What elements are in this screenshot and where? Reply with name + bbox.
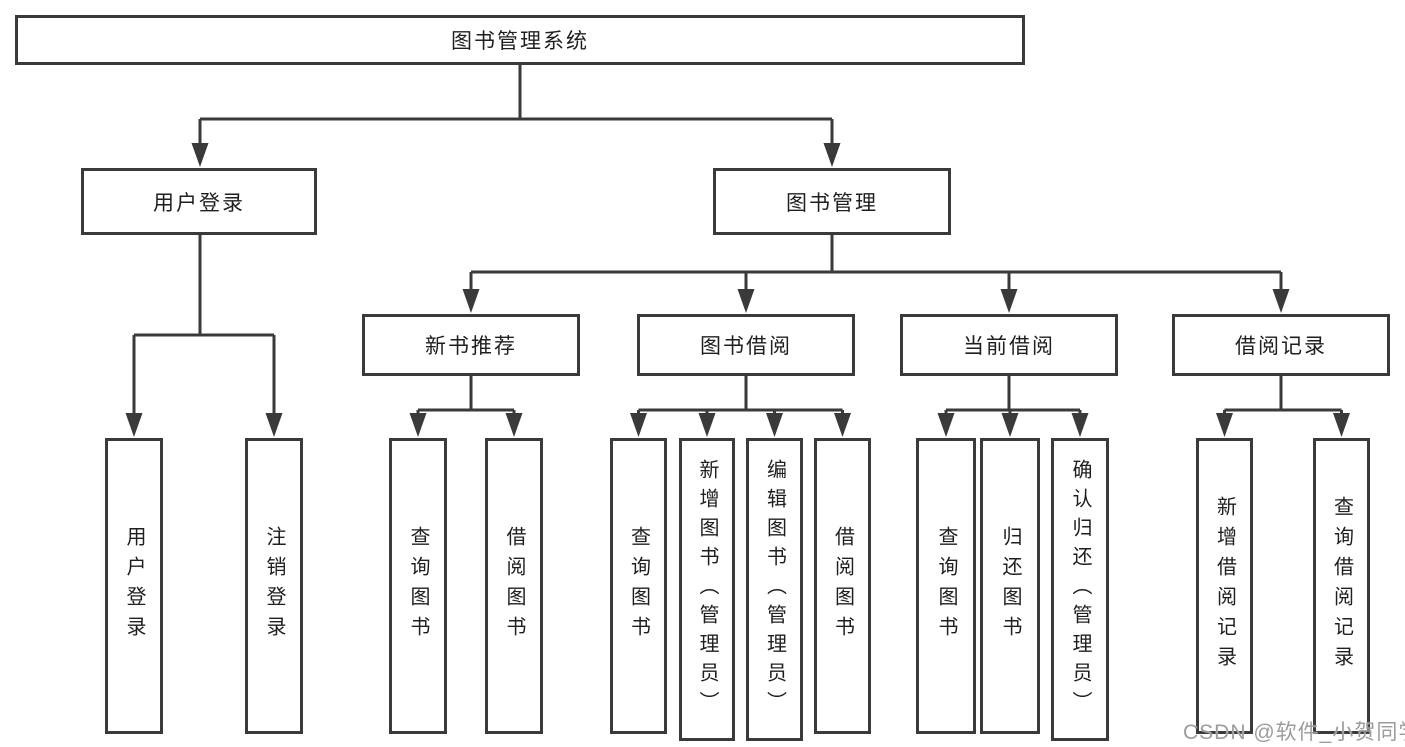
leaf-label: 注销登录 (263, 526, 285, 646)
arrow-down-icon (937, 413, 955, 437)
arrow-down-icon (766, 413, 783, 437)
arrow-down-icon (1333, 413, 1350, 437)
node-root-label: 图书管理系统 (451, 30, 589, 53)
arrow-down-icon (1216, 413, 1233, 437)
node-leaf-query-borrow-record: 查询借阅记录 (1313, 438, 1370, 734)
arrow-down-icon (630, 413, 647, 437)
leaf-label: 查询图书 (627, 526, 650, 646)
node-leaf-borrow-books-recommend: 借阅图书 (485, 438, 543, 734)
node-leaf-query-books-current: 查询图书 (916, 438, 976, 734)
arrow-down-icon (409, 413, 427, 437)
node-leaf-borrow-books: 借阅图书 (814, 438, 871, 734)
node-book-management: 图书管理 (713, 168, 951, 235)
arrowheads (125, 143, 1350, 437)
connector-current-borrowing-children (944, 376, 1082, 414)
node-new-book-recommendation: 新书推荐 (362, 314, 580, 376)
node-current-borrowing: 当前借阅 (900, 314, 1118, 376)
arrow-down-icon (462, 289, 480, 313)
arrow-down-icon (1000, 289, 1018, 313)
arrow-down-icon (1001, 413, 1019, 437)
node-book-borrowing: 图书借阅 (637, 314, 855, 376)
arrow-down-icon (737, 289, 755, 313)
node-leaf-edit-books-admin: 编辑图书（管理员） (746, 438, 803, 741)
connector-user-login-children (132, 235, 276, 414)
leaf-label: 借阅图书 (831, 526, 854, 646)
arrow-down-icon (505, 413, 523, 437)
leaf-label: 新增图书（管理员） (696, 459, 718, 720)
node-user-login: 用户登录 (81, 168, 317, 235)
connector-root-to-level2 (198, 65, 834, 145)
leaf-label: 借阅图书 (503, 526, 525, 646)
connector-book-borrowing-children (637, 376, 844, 414)
node-borrowing-records-label: 借阅记录 (1235, 335, 1327, 358)
node-leaf-query-books-borrowing: 查询图书 (610, 438, 667, 734)
csdn-watermark: CSDN @软件_小贺同学 (1183, 721, 1405, 744)
node-leaf-logout: 注销登录 (245, 438, 303, 734)
leaf-label: 确认归还（管理员） (1069, 459, 1091, 720)
node-current-borrowing-label: 当前借阅 (963, 335, 1055, 358)
node-user-login-label: 用户登录 (153, 191, 245, 215)
leaf-label: 编辑图书（管理员） (763, 459, 786, 720)
leaf-label: 归还图书 (999, 526, 1021, 646)
arrow-down-icon (823, 143, 841, 167)
leaf-label: 查询借阅记录 (1330, 496, 1353, 676)
arrow-down-icon (834, 413, 851, 437)
connector-new-book-children (416, 376, 516, 414)
arrow-down-icon (698, 413, 716, 437)
node-leaf-add-books-admin: 新增图书（管理员） (679, 438, 735, 741)
node-book-borrowing-label: 图书借阅 (700, 335, 792, 358)
node-borrowing-records: 借阅记录 (1172, 314, 1390, 376)
node-new-book-recommendation-label: 新书推荐 (425, 335, 517, 358)
connector-lines (132, 65, 1343, 414)
arrow-down-icon (191, 143, 209, 167)
leaf-label: 查询图书 (935, 526, 957, 646)
leaf-label: 查询图书 (407, 526, 429, 646)
node-leaf-return-books: 归还图书 (980, 438, 1040, 734)
node-book-management-label: 图书管理 (786, 191, 878, 215)
arrow-down-icon (1071, 413, 1089, 437)
node-leaf-add-borrow-record: 新增借阅记录 (1196, 438, 1253, 734)
leaf-label: 新增借阅记录 (1213, 496, 1236, 676)
node-root: 图书管理系统 (15, 15, 1025, 65)
leaf-label: 用户登录 (123, 526, 145, 646)
node-leaf-confirm-return-admin: 确认归还（管理员） (1051, 438, 1109, 741)
arrow-down-icon (265, 413, 283, 437)
node-leaf-user-login: 用户登录 (105, 438, 163, 734)
node-leaf-query-books-recommend: 查询图书 (389, 438, 447, 734)
arrow-down-icon (125, 413, 143, 437)
connector-borrowing-records-children (1223, 376, 1343, 414)
arrow-down-icon (1272, 289, 1290, 313)
connector-book-management-children (469, 234, 1283, 291)
